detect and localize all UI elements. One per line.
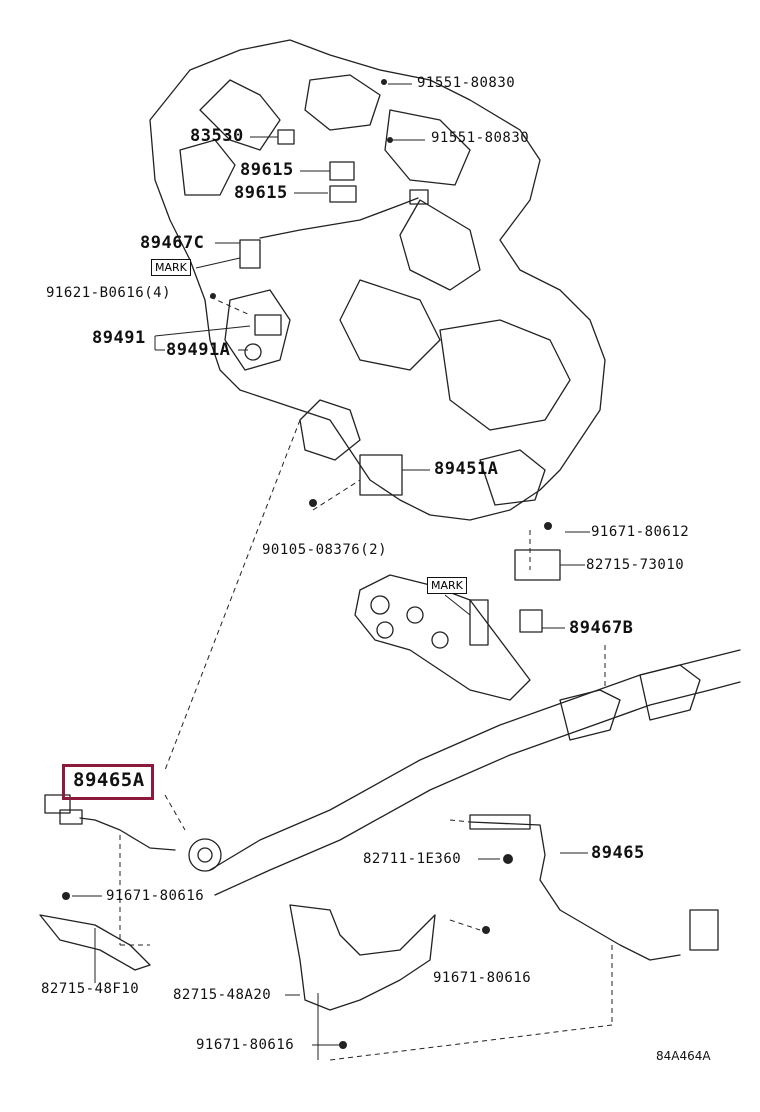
sensor-89465 (469, 821, 681, 961)
callout-91671-80616-a[interactable]: 91671-80616 (106, 888, 205, 904)
callout-91671-80616-b[interactable]: 91671-80616 (433, 970, 532, 986)
callout-89491A[interactable]: 89491A (166, 340, 231, 360)
callout-91551-80830-a[interactable]: 91551-80830 (417, 75, 516, 91)
callout-91621-B0616[interactable]: 91621-B0616(4) (46, 285, 172, 301)
callout-82715-73010[interactable]: 82715-73010 (586, 557, 685, 573)
callout-89615-a[interactable]: 89615 (240, 160, 294, 180)
callout-82711-1E360[interactable]: 82711-1E360 (363, 851, 462, 867)
callout-89465A[interactable]: 89465A (73, 769, 145, 791)
callout-89615-b[interactable]: 89615 (234, 183, 288, 203)
callout-91671-80612[interactable]: 91671-80612 (591, 524, 690, 540)
exhaust-pipe (209, 649, 741, 871)
drawing-code: 84A464A (656, 1049, 711, 1063)
callout-89467B[interactable]: 89467B (569, 618, 634, 638)
callout-91551-80830-b[interactable]: 91551-80830 (431, 130, 530, 146)
callout-82715-48A20[interactable]: 82715-48A20 (173, 987, 272, 1003)
callout-82715-48F10[interactable]: 82715-48F10 (41, 981, 140, 997)
callout-91671-80616-c[interactable]: 91671-80616 (196, 1037, 295, 1053)
bracket-82715-48F10 (39, 914, 151, 971)
mark-label-right: MARK (427, 577, 467, 594)
callout-90105-08376[interactable]: 90105-08376(2) (262, 542, 388, 558)
callout-89451A[interactable]: 89451A (434, 459, 499, 479)
callout-83530[interactable]: 83530 (190, 126, 244, 146)
engine-outline (149, 39, 606, 521)
mark-label-left: MARK (151, 259, 191, 276)
callout-89491[interactable]: 89491 (92, 328, 146, 348)
bracket-82715-48A20 (289, 904, 436, 1011)
sensor-89465A (79, 817, 176, 851)
highlight-box-89465A (62, 764, 154, 800)
callout-89467C[interactable]: 89467C (140, 233, 205, 253)
callout-89465[interactable]: 89465 (591, 843, 645, 863)
